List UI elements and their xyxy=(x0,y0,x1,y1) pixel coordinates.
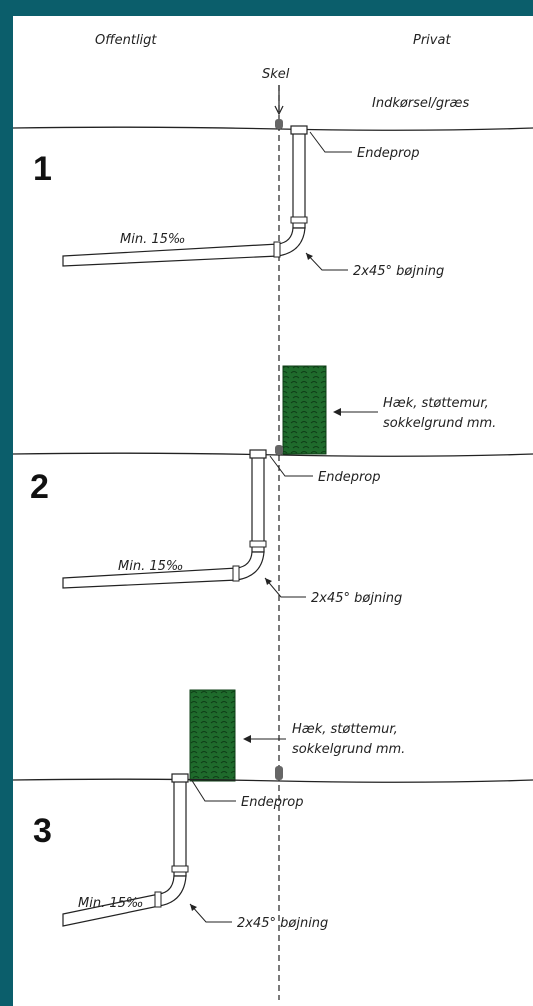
pipe-joint-2b xyxy=(232,565,240,582)
surface-label: Indkørsel/græs xyxy=(372,96,469,111)
ground-line-2 xyxy=(12,452,533,457)
hedge-arrowhead-2 xyxy=(333,408,341,416)
hedge-label-2a: Hæk, støttemur, xyxy=(383,396,489,411)
bend-arrowhead-2 xyxy=(265,578,272,585)
skel-arrowhead xyxy=(274,105,284,116)
vertical-pipe-2 xyxy=(251,456,265,553)
vertical-pipe-1 xyxy=(292,132,306,229)
boundary-marker-2 xyxy=(275,445,283,455)
endeprop-leader-3 xyxy=(190,778,236,802)
endeprop-cap-1 xyxy=(290,125,308,135)
bend-arrowhead-1 xyxy=(306,253,313,260)
endeprop-leader-1 xyxy=(309,131,352,153)
bend-label-1: 2x45° bøjning xyxy=(353,264,444,279)
bend-leader-1 xyxy=(305,252,348,271)
ground-line-3 xyxy=(12,778,533,783)
endeprop-label-1: Endeprop xyxy=(357,146,420,161)
vertical-pipe-3 xyxy=(173,780,187,877)
bend-2 xyxy=(236,551,265,581)
hedge-label-2b: sokkelgrund mm. xyxy=(383,416,496,431)
pipe-joint-1 xyxy=(290,216,308,224)
hedge-label-3a: Hæk, støttemur, xyxy=(292,722,398,737)
scenario-number-2: 2 xyxy=(30,468,49,506)
bend-3 xyxy=(158,875,187,907)
bend-leader-2 xyxy=(264,577,306,598)
hedge-2 xyxy=(282,365,327,455)
endeprop-label-3: Endeprop xyxy=(241,795,304,810)
slope-label-1: Min. 15‰ xyxy=(120,232,185,247)
bend-arrowhead-3 xyxy=(190,904,197,911)
scenario-number-3: 3 xyxy=(33,812,52,850)
bend-leader-3 xyxy=(189,903,232,923)
endeprop-label-2: Endeprop xyxy=(318,470,381,485)
horizontal-pipe-1 xyxy=(62,243,279,267)
private-label: Privat xyxy=(413,33,451,48)
skel-label: Skel xyxy=(262,67,290,82)
scenario-number-1: 1 xyxy=(33,150,52,188)
hedge-3 xyxy=(189,689,236,782)
public-label: Offentligt xyxy=(95,33,157,48)
endeprop-cap-3 xyxy=(171,773,189,783)
ground-line-1 xyxy=(12,126,533,131)
slope-label-3: Min. 15‰ xyxy=(78,896,143,911)
bend-label-2: 2x45° bøjning xyxy=(311,591,402,606)
bend-label-3: 2x45° bøjning xyxy=(237,916,328,931)
pipe-joint-3 xyxy=(171,865,189,873)
pipe-joint-3b xyxy=(154,891,162,908)
hedge-label-3b: sokkelgrund mm. xyxy=(292,742,405,757)
boundary-marker-3 xyxy=(275,766,283,780)
slope-label-2: Min. 15‰ xyxy=(118,559,183,574)
pipe-joint-2 xyxy=(249,540,267,548)
pipe-joint-1b xyxy=(273,241,281,258)
bend-1 xyxy=(277,227,306,257)
boundary-marker-1 xyxy=(275,119,283,129)
endeprop-cap-2 xyxy=(249,449,267,459)
hedge-arrowhead-3 xyxy=(243,735,251,743)
endeprop-leader-2 xyxy=(269,455,313,477)
diagram-paper xyxy=(13,16,533,1006)
